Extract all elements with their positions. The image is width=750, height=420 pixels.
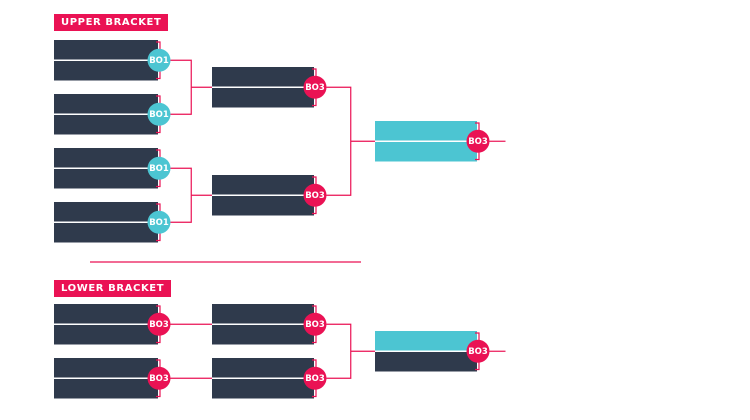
match-0-0-3: BO1	[54, 202, 171, 243]
format-badge	[303, 312, 327, 336]
format-badge	[303, 366, 327, 390]
team-slot	[54, 304, 158, 324]
format-badge-label: BO3	[149, 374, 169, 384]
connector-line	[326, 323, 375, 379]
team-slot	[212, 304, 314, 324]
team-slot	[54, 61, 158, 81]
match-1-0-0: BO3	[54, 304, 171, 345]
match-0-0-1: BO1	[54, 94, 171, 135]
team-slot	[54, 169, 158, 189]
connector-line	[170, 59, 212, 115]
format-badge-label: BO3	[305, 83, 325, 93]
format-badge-label: BO3	[468, 137, 488, 147]
format-badge-label: BO3	[149, 320, 169, 330]
team-slot	[54, 202, 158, 222]
team-slot	[54, 115, 158, 135]
team-slot	[54, 40, 158, 60]
team-slot	[375, 331, 477, 351]
team-slot	[212, 379, 314, 399]
format-badge-label: BO3	[305, 320, 325, 330]
team-slot	[375, 121, 477, 141]
format-badge-label: BO3	[468, 347, 488, 357]
match-0-2-0: BO3	[375, 121, 490, 162]
match-1-1-0: BO3	[212, 304, 327, 345]
connector-line	[326, 86, 375, 196]
format-badge	[466, 129, 490, 153]
team-slot	[212, 175, 314, 195]
format-badge	[147, 156, 171, 180]
format-badge-label: BO3	[305, 374, 325, 384]
team-slot	[54, 94, 158, 114]
format-badge-label: BO1	[149, 218, 169, 228]
team-slot	[375, 142, 477, 162]
format-badge	[147, 102, 171, 126]
match-0-1-0: BO3	[212, 67, 327, 108]
format-badge	[147, 210, 171, 234]
team-slot	[212, 67, 314, 87]
format-badge	[147, 312, 171, 336]
format-badge	[466, 339, 490, 363]
team-slot	[212, 196, 314, 216]
format-badge-label: BO1	[149, 56, 169, 66]
format-badge-label: BO1	[149, 164, 169, 174]
match-1-2-0: BO3	[375, 331, 490, 372]
team-slot	[54, 325, 158, 345]
team-slot	[54, 148, 158, 168]
match-1-1-1: BO3	[212, 358, 327, 399]
team-slot	[54, 379, 158, 399]
match-1-0-1: BO3	[54, 358, 171, 399]
match-0-0-0: BO1	[54, 40, 171, 81]
team-slot	[212, 358, 314, 378]
match-0-0-2: BO1	[54, 148, 171, 189]
connector-line	[170, 167, 212, 223]
format-badge	[147, 48, 171, 72]
team-slot	[212, 88, 314, 108]
lower-bracket-label: LOWER BRACKET	[54, 280, 172, 297]
format-badge-label: BO1	[149, 110, 169, 120]
format-badge	[303, 75, 327, 99]
upper-bracket-label: UPPER BRACKET	[54, 14, 169, 31]
team-slot	[212, 325, 314, 345]
match-0-1-1: BO3	[212, 175, 327, 216]
format-badge	[147, 366, 171, 390]
team-slot	[54, 223, 158, 243]
team-slot	[54, 358, 158, 378]
team-slot	[375, 352, 477, 372]
format-badge-label: BO3	[305, 191, 325, 201]
format-badge	[303, 183, 327, 207]
